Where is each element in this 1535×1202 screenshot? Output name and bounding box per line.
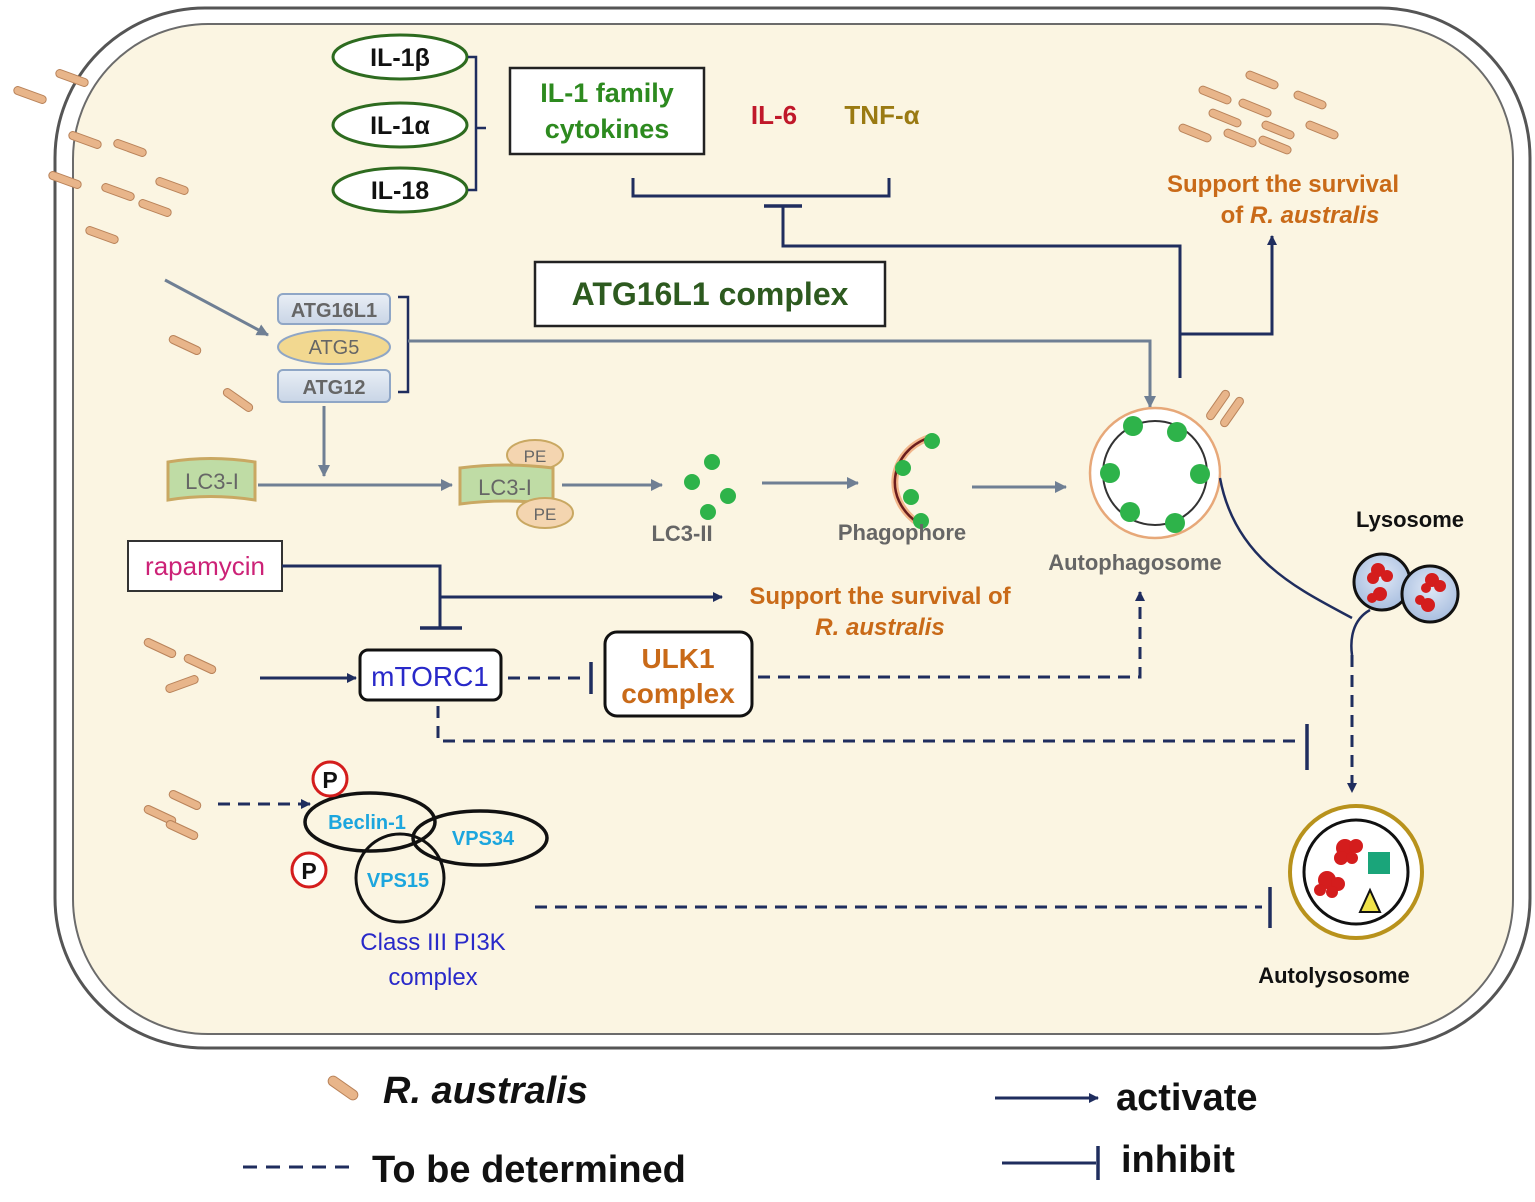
il1-bracket	[468, 55, 486, 192]
lysosome-fusion-curve	[1350, 608, 1371, 656]
autophagosome-dots	[1100, 416, 1210, 533]
il1-family-box	[508, 66, 706, 156]
rapamycin-inhibit-line	[282, 564, 442, 628]
survival-mid-line1: Support the survival of	[749, 583, 1011, 610]
vps15-circle	[354, 832, 446, 924]
autolysosome-label: Autolysosome	[1258, 963, 1410, 988]
legend-bacteria-label: R. australis	[383, 1070, 588, 1112]
mtorc1-fusion-inhibit-line	[436, 706, 1298, 743]
ulk1-to-autophagosome-arrow	[758, 591, 1145, 679]
pe-bottom-label: PE	[534, 505, 557, 524]
survival-top-arrow	[1180, 235, 1277, 336]
lc3-i-label: LC3-I	[185, 469, 239, 494]
ulk1-line1: ULK1	[641, 643, 714, 674]
beclin-oval	[303, 791, 437, 853]
lc3-i-flag	[166, 457, 257, 502]
mtorc1-label: mTORC1	[371, 661, 489, 692]
il18-oval	[331, 166, 469, 214]
phagophore-membrane	[893, 436, 929, 525]
survival-top-line1: Support the survival	[1167, 171, 1399, 198]
rapamycin-label: rapamycin	[145, 551, 265, 581]
bacteria-cluster-left	[13, 69, 254, 840]
bacteria-to-atg-arrow	[164, 278, 269, 337]
vps34-oval	[411, 809, 549, 867]
survival-mid-line2: R. australis	[815, 614, 944, 641]
autolysosome-square	[1368, 852, 1390, 874]
phospho-bottom-label: P	[301, 858, 316, 884]
phagophore-dots	[895, 433, 940, 529]
legend-tbd-label: To be determined	[372, 1149, 686, 1191]
bacteria-cluster-right	[1178, 70, 1339, 428]
cytokine-inhibit-line	[781, 206, 1182, 378]
lc3-ii-label: LC3-II	[651, 521, 712, 546]
pe-top-label: PE	[524, 447, 547, 466]
il1-family-line1: IL-1 family	[540, 78, 674, 108]
il18-label: IL-18	[371, 177, 429, 205]
survival-top-line2: of R. australis	[1221, 202, 1380, 229]
autophagosome-label: Autophagosome	[1048, 550, 1222, 575]
pi3k-label-line2: complex	[388, 964, 477, 991]
atg5-label: ATG5	[309, 337, 360, 359]
atg16l1-label: ATG16L1	[291, 300, 377, 322]
atg-stack-bracket	[398, 295, 410, 394]
atg16l1-block	[277, 293, 391, 325]
autolysosome-debris	[1314, 839, 1363, 898]
legend-inhibit-label: inhibit	[1121, 1139, 1235, 1181]
autolysosome-triangle	[1358, 887, 1382, 913]
lysosome-label: Lysosome	[1356, 507, 1464, 532]
il1-family-line2: cytokines	[545, 114, 670, 144]
legend-bacteria-icon	[327, 1075, 359, 1101]
lysosome-enzymes	[1367, 563, 1446, 612]
il1b-label: IL-1β	[370, 44, 430, 72]
ulk1-line2: complex	[621, 678, 735, 709]
il1a-oval	[331, 101, 469, 149]
cell-membrane-outer	[53, 6, 1532, 1050]
atg16l1-complex-box	[533, 260, 887, 328]
atg5-oval	[277, 329, 391, 365]
pi3k-label-line1: Class III PI3K	[360, 929, 505, 956]
autophagosome-fusion-curve	[1218, 477, 1353, 620]
lc3-i-pe-label: LC3-I	[478, 475, 532, 500]
lysosome-vesicle-2	[1400, 564, 1460, 624]
legend-activate-label: activate	[1116, 1077, 1258, 1119]
tnfa-label: TNF-α	[844, 100, 919, 130]
vps34-label: VPS34	[452, 828, 515, 850]
il1b-oval	[331, 33, 469, 81]
il6-label: IL-6	[751, 100, 797, 130]
phospho-top-badge	[311, 760, 349, 798]
cell-cytoplasm	[72, 23, 1514, 1035]
phospho-bottom-badge	[290, 851, 328, 889]
lc3-ii-dots	[684, 454, 736, 520]
pe-bottom-oval	[516, 497, 574, 529]
beclin-label: Beclin-1	[328, 812, 406, 834]
phospho-top-label: P	[322, 767, 337, 793]
vps15-label: VPS15	[367, 870, 429, 892]
phagophore-label: Phagophore	[838, 520, 966, 545]
ulk1-complex-box	[603, 630, 754, 718]
atg12-block	[277, 369, 391, 403]
autolysosome-inner	[1302, 818, 1410, 926]
atg12-label: ATG12	[303, 377, 366, 399]
atg16l1-complex-label: ATG16L1 complex	[572, 276, 849, 312]
atg-to-autophagosome-arrow	[408, 339, 1156, 408]
mtorc1-box	[358, 648, 503, 702]
cytokine-inhibit-bracket	[631, 178, 891, 198]
il1a-label: IL-1α	[370, 112, 430, 140]
